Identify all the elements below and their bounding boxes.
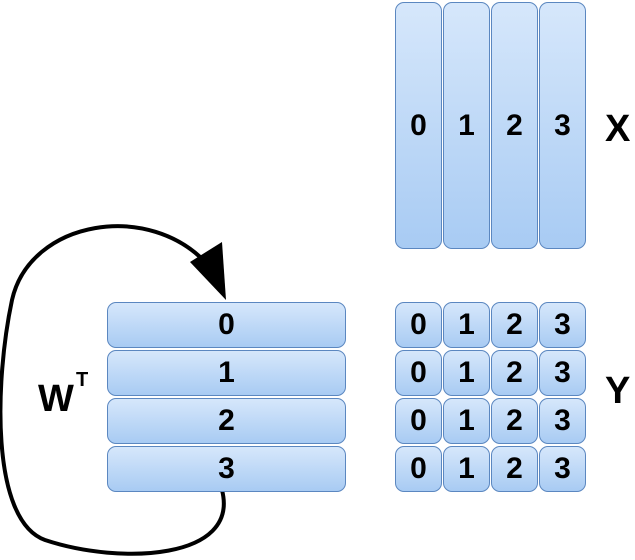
y-cell-0-3: 3 <box>539 302 586 348</box>
y-cell-1-3: 3 <box>539 350 586 396</box>
w-row-0: 0 <box>107 302 346 348</box>
x-column-1: 1 <box>443 2 490 249</box>
rotation-arrow-curve <box>0 224 226 556</box>
y-cell-2-1: 1 <box>443 398 490 444</box>
y-cell-1-0: 0 <box>395 350 442 396</box>
w-row-2: 2 <box>107 398 346 444</box>
y-cell-2-2: 2 <box>491 398 538 444</box>
y-cell-3-2: 2 <box>491 446 538 492</box>
y-cell-0-2: 2 <box>491 302 538 348</box>
y-matrix-label: Y <box>605 370 631 412</box>
y-cell-0-0: 0 <box>395 302 442 348</box>
y-cell-1-1: 1 <box>443 350 490 396</box>
w-matrix-superscript: T <box>76 369 89 391</box>
x-column-2: 2 <box>491 2 538 249</box>
y-cell-3-0: 0 <box>395 446 442 492</box>
y-cell-3-1: 1 <box>443 446 490 492</box>
y-cell-2-3: 3 <box>539 398 586 444</box>
y-cell-2-0: 0 <box>395 398 442 444</box>
y-cell-1-2: 2 <box>491 350 538 396</box>
w-row-1: 1 <box>107 350 346 396</box>
x-matrix-label: X <box>605 108 631 150</box>
y-cell-0-1: 1 <box>443 302 490 348</box>
x-column-3: 3 <box>539 2 586 249</box>
w-row-3: 3 <box>107 446 346 492</box>
w-matrix-label: W <box>38 378 74 420</box>
rotation-arrow-head <box>190 242 226 300</box>
x-column-0: 0 <box>395 2 442 249</box>
y-cell-3-3: 3 <box>539 446 586 492</box>
